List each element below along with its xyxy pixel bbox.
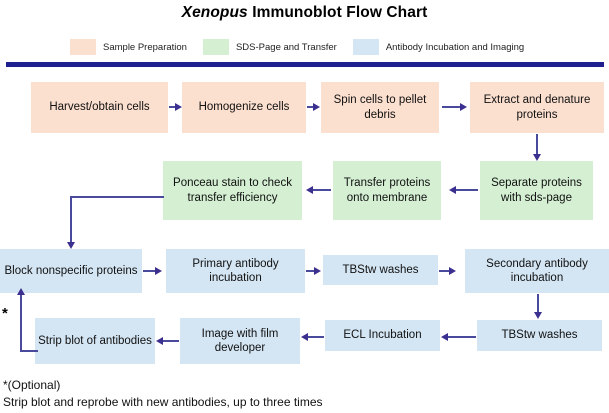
- node-ecl-incubation[interactable]: ECL Incubation: [325, 320, 440, 351]
- legend-swatch-icon: [70, 39, 96, 55]
- node-primary-antibody-incubation[interactable]: Primary antibody incubation: [166, 249, 305, 293]
- arrowhead-down-icon: [532, 154, 541, 161]
- edge-n4-n5: [536, 134, 538, 156]
- arrowhead-right-icon: [314, 266, 321, 275]
- node-strip-blot-of-antibodies[interactable]: Strip blot of antibodies: [35, 318, 155, 364]
- arrowhead-down-icon: [533, 312, 542, 319]
- legend-swatch-icon: [202, 39, 229, 55]
- edge-n7-n8-vertical: [70, 196, 72, 244]
- edge-n1-n2: [169, 106, 177, 108]
- legend: Sample Preparation SDS-Page and Transfer…: [70, 38, 570, 56]
- footnote-line-2: Strip blot and reprobe with new antibodi…: [3, 395, 323, 409]
- legend-label: Antibody Incubation and Imaging: [385, 41, 525, 53]
- arrowhead-right-icon: [313, 102, 320, 111]
- arrowhead-left-icon: [301, 332, 308, 341]
- arrowhead-right-icon: [175, 102, 182, 111]
- node-block-nonspecific-proteins[interactable]: Block nonspecific proteins: [0, 249, 142, 293]
- edge-n9-n10: [306, 270, 316, 272]
- edge-n11-n12: [537, 294, 539, 314]
- arrowhead-down-icon: [67, 242, 75, 249]
- arrowhead-up-icon: [17, 288, 25, 295]
- edge-n5-n6: [456, 189, 478, 191]
- arrowhead-right-icon: [460, 102, 467, 111]
- node-tbstw-washes-row4[interactable]: TBStw washes: [477, 320, 602, 351]
- title-rest: Immunoblot Flow Chart: [247, 4, 428, 21]
- edge-n7-n8-horizontal: [70, 196, 164, 198]
- node-spin-cells-to-pellet-debris[interactable]: Spin cells to pellet debris: [321, 82, 439, 133]
- node-separate-proteins-with-sds-page[interactable]: Separate proteins with sds-page: [480, 161, 593, 220]
- optional-asterisk-marker: *: [2, 305, 8, 322]
- arrowhead-left-icon: [156, 336, 163, 345]
- node-ponceau-stain-to-check-transfer-efficiency[interactable]: Ponceau stain to check transfer efficien…: [163, 161, 302, 220]
- arrowhead-left-icon: [441, 332, 448, 341]
- legend-item-sample-preparation: Sample Preparation: [70, 38, 203, 56]
- legend-label: SDS-Page and Transfer: [235, 41, 337, 53]
- footnote-line-1: *(Optional): [3, 378, 61, 392]
- edge-n10-n11: [439, 270, 451, 272]
- node-tbstw-washes-row3[interactable]: TBStw washes: [323, 255, 438, 285]
- node-extract-and-denature-proteins[interactable]: Extract and denature proteins: [470, 82, 604, 133]
- legend-label: Sample Preparation: [103, 41, 187, 53]
- node-image-with-film-developer[interactable]: Image with film developer: [180, 318, 300, 364]
- edge-n6-n7: [313, 189, 331, 191]
- node-homogenize-cells[interactable]: Homogenize cells: [182, 82, 306, 133]
- edge-n12-n13: [448, 336, 476, 338]
- title-species: Xenopus: [181, 4, 248, 21]
- edge-n13-n14: [308, 336, 324, 338]
- page-title: Xenopus Immunoblot Flow Chart: [0, 4, 609, 22]
- edge-n3-n4: [442, 106, 462, 108]
- legend-item-antibody-incubation-and-imaging: Antibody Incubation and Imaging: [352, 38, 540, 56]
- edge-n15-n8-horizontal: [20, 350, 38, 352]
- header-divider: [6, 62, 604, 67]
- node-secondary-antibody-incubation[interactable]: Secondary antibody incubation: [465, 249, 609, 293]
- legend-swatch-icon: [352, 39, 379, 55]
- arrowhead-left-icon: [306, 185, 313, 194]
- arrowhead-right-icon: [155, 266, 162, 275]
- edge-n8-n9: [143, 270, 156, 272]
- edge-n15-n8-vertical: [20, 294, 22, 352]
- legend-item-sds-page-and-transfer: SDS-Page and Transfer: [202, 38, 353, 56]
- footnote: *(Optional) Strip blot and reprobe with …: [3, 377, 323, 411]
- edge-n2-n3: [307, 106, 315, 108]
- node-harvest-obtain-cells[interactable]: Harvest/obtain cells: [31, 82, 168, 133]
- arrowhead-left-icon: [449, 185, 456, 194]
- arrowhead-right-icon: [449, 266, 456, 275]
- node-transfer-proteins-onto-membrane[interactable]: Transfer proteins onto membrane: [333, 161, 441, 220]
- edge-n14-n15: [163, 340, 179, 342]
